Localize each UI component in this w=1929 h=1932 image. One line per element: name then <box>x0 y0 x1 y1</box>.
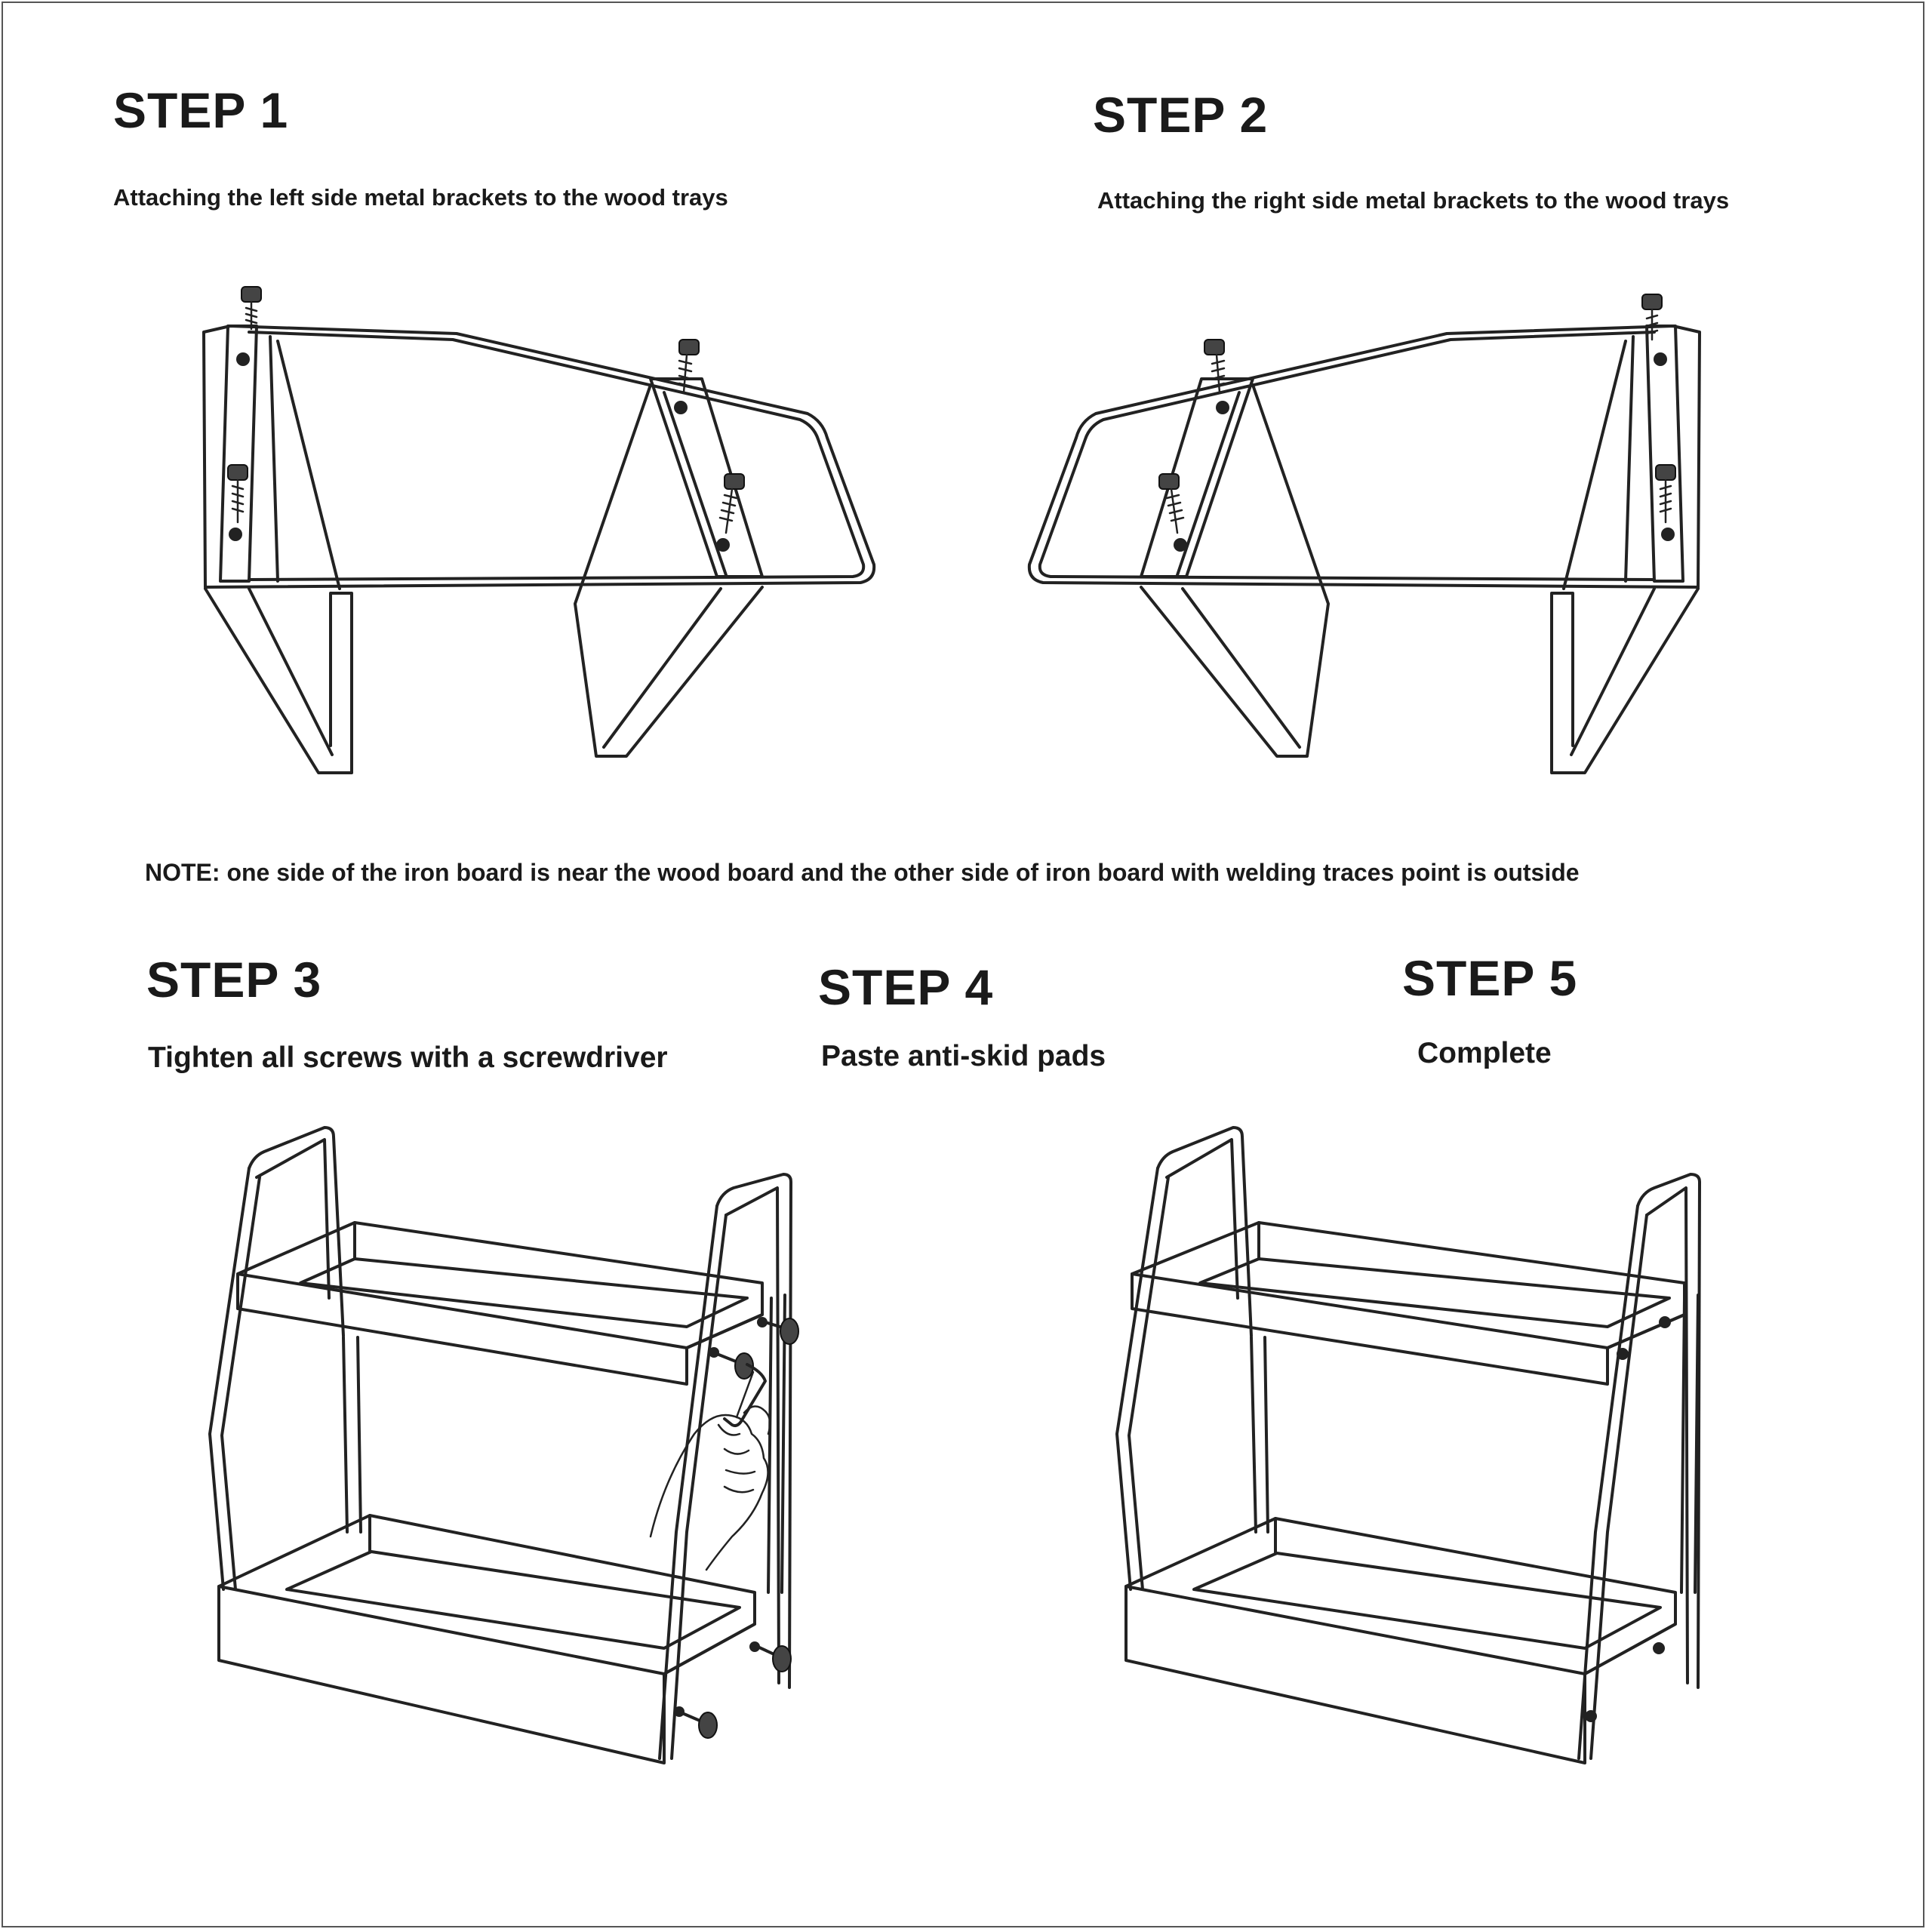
step-3-title: STEP 3 <box>146 952 322 1008</box>
screw-icon <box>678 339 700 394</box>
step-3-illustration <box>208 1126 799 1764</box>
screw-icon <box>674 1706 718 1739</box>
hole-icon <box>229 528 242 541</box>
screw-icon <box>709 1347 754 1380</box>
step-4-title: STEP 4 <box>818 959 994 1015</box>
step-5-title: STEP 5 <box>1402 950 1578 1006</box>
step-1-title: STEP 1 <box>113 82 289 138</box>
step-1-subtitle: Attaching the left side metal brackets t… <box>113 184 728 211</box>
screw-icon <box>718 473 745 534</box>
bolt-icon <box>1585 1710 1597 1722</box>
hand-icon <box>649 1414 769 1571</box>
hole-icon <box>716 538 730 552</box>
step-1-illustration <box>202 286 876 774</box>
screw-icon <box>227 464 248 524</box>
bolt-icon <box>1617 1348 1629 1360</box>
bolt-icon <box>1659 1316 1671 1328</box>
step-3-subtitle: Tighten all screws with a screwdriver <box>148 1041 668 1074</box>
screw-icon <box>241 286 262 331</box>
step-2-subtitle: Attaching the right side metal brackets … <box>1097 187 1730 214</box>
step-2-title: STEP 2 <box>1093 87 1269 143</box>
screw-icon <box>749 1641 792 1672</box>
hex-key-icon <box>723 1363 767 1427</box>
step-5-subtitle: Complete <box>1417 1037 1552 1069</box>
step-2-illustration <box>1027 294 1701 774</box>
screw-icon <box>757 1317 799 1345</box>
assembly-note: NOTE: one side of the iron board is near… <box>145 859 1580 886</box>
bolt-icon <box>1653 1642 1665 1654</box>
step-4-subtitle: Paste anti-skid pads <box>821 1040 1106 1072</box>
hole-icon <box>674 401 688 414</box>
step-5-illustration <box>1115 1126 1701 1764</box>
hole-icon <box>236 352 250 366</box>
